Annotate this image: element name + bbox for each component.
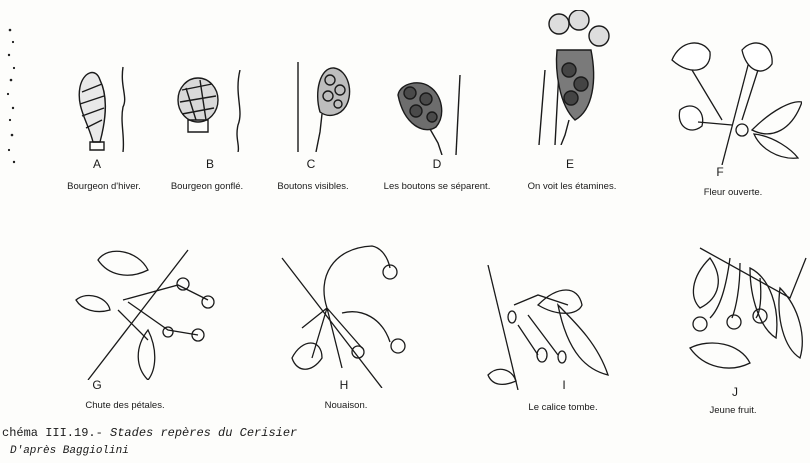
stage-f-letter: F: [710, 165, 730, 179]
margin-speckle: [4, 20, 22, 170]
drawing-stage-h: [272, 238, 422, 388]
drawing-stage-e: [535, 10, 620, 145]
stage-c-letter: C: [301, 157, 321, 171]
figure-title: Stades repères du Cerisier: [110, 426, 297, 440]
stage-b-caption: Bourgeon gonflé.: [171, 181, 243, 192]
drawing-stage-f: [662, 30, 802, 165]
drawing-stage-c: [290, 62, 360, 152]
drawing-stage-j: [680, 238, 810, 383]
drawing-stage-i: [478, 265, 618, 390]
drawing-stage-b: [172, 70, 250, 152]
figure-number: chéma III.19.-: [2, 426, 110, 440]
figure-credit: D'après Baggiolini: [10, 445, 129, 457]
stage-d-letter: D: [427, 157, 447, 171]
stage-b-letter: B: [200, 157, 220, 171]
stage-g-letter: G: [87, 378, 107, 392]
stage-d-caption: Les boutons se séparent.: [384, 181, 491, 192]
stage-h-letter: H: [334, 378, 354, 392]
stage-a-caption: Bourgeon d'hiver.: [67, 181, 141, 192]
stage-f-caption: Fleur ouverte.: [704, 187, 763, 198]
stage-i-letter: I: [554, 378, 574, 392]
stage-e-letter: E: [560, 157, 580, 171]
drawing-stage-d: [390, 75, 470, 155]
figure-caption: chéma III.19.- Stades repères du Cerisie…: [2, 426, 297, 440]
stage-g-caption: Chute des pétales.: [85, 400, 164, 411]
stage-c-caption: Boutons visibles.: [277, 181, 348, 192]
stage-i-caption: Le calice tombe.: [528, 402, 597, 413]
stage-a-letter: A: [87, 157, 107, 171]
drawing-stage-g: [68, 240, 228, 380]
stage-j-letter: J: [725, 385, 745, 399]
stage-e-caption: On voit les étamines.: [528, 181, 617, 192]
drawing-stage-a: [68, 62, 138, 152]
stage-h-caption: Nouaison.: [325, 400, 368, 411]
stage-j-caption: Jeune fruit.: [710, 405, 757, 416]
